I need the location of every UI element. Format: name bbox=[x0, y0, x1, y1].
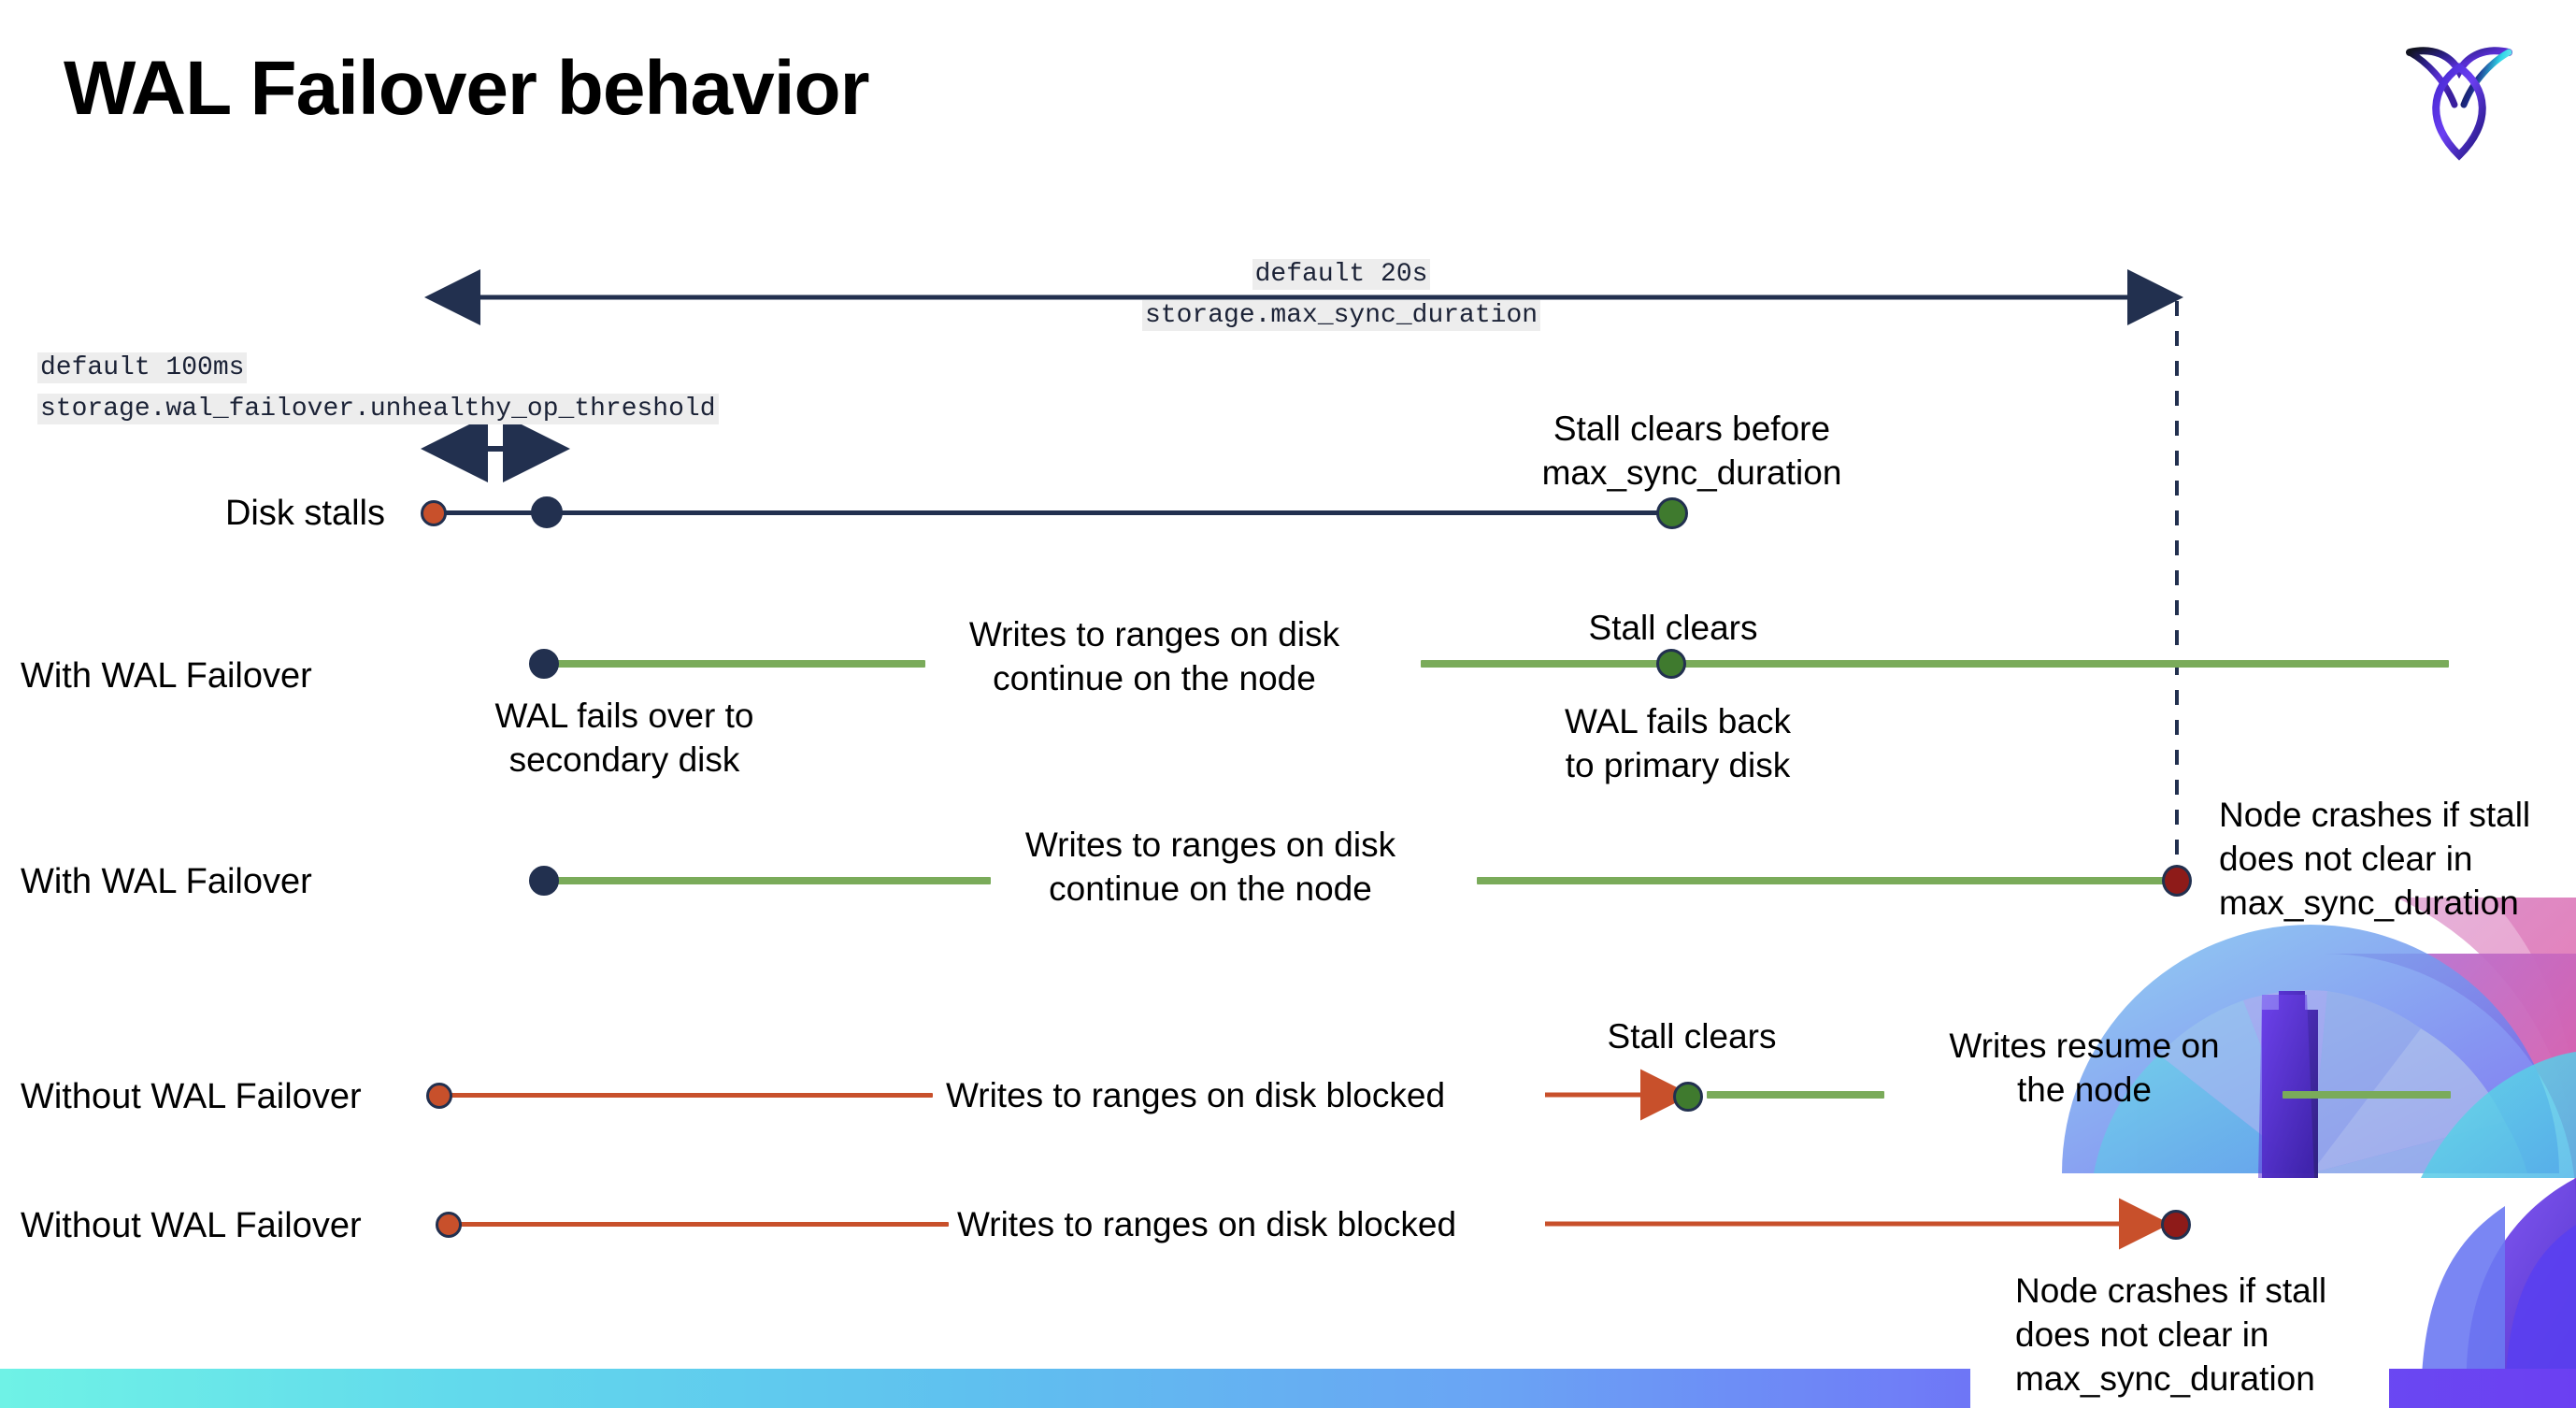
marker-stall-clears-row4 bbox=[1673, 1082, 1703, 1112]
note-stall-clears-row2: Stall clears bbox=[1588, 609, 1758, 647]
unhealthy-op-threshold-setting: storage.wal_failover.unhealthy_op_thresh… bbox=[37, 394, 719, 424]
marker-wal-failover-start-2 bbox=[529, 866, 559, 896]
note-writes-continue-2: Writes to ranges on disk continue on the… bbox=[1024, 826, 1396, 908]
wal-failover-crash-line-right bbox=[1477, 877, 2173, 884]
note-node-crashes-2: Node crashes if stall does not clear in … bbox=[2015, 1272, 2327, 1398]
row-label-with-wal-failover-2: With WAL Failover bbox=[21, 862, 312, 901]
marker-wal-failover-start bbox=[529, 649, 559, 679]
wal-failover-line-left bbox=[542, 660, 925, 668]
unhealthy-op-threshold-annotation: default 100ms storage.wal_failover.unhea… bbox=[37, 348, 719, 430]
marker-stall-start-row5 bbox=[436, 1212, 462, 1238]
note-wal-fails-back: WAL fails back to primary disk bbox=[1565, 702, 1791, 784]
marker-stall-clears-row1 bbox=[1656, 497, 1688, 529]
marker-node-crash-1 bbox=[2162, 865, 2192, 897]
note-writes-blocked-1: Writes to ranges on disk blocked bbox=[946, 1076, 1446, 1114]
marker-threshold-exceeded bbox=[531, 496, 563, 528]
marker-stall-clears-row2 bbox=[1656, 649, 1686, 679]
without-failover-resume-line-2 bbox=[2283, 1091, 2451, 1099]
without-failover-blocked-line-1 bbox=[447, 1093, 933, 1098]
note-writes-blocked-2: Writes to ranges on disk blocked bbox=[957, 1205, 1457, 1243]
note-stall-clears-before: Stall clears before max_sync_duration bbox=[1541, 409, 1842, 492]
marker-stall-start-row4 bbox=[426, 1083, 452, 1109]
wal-failover-line-right bbox=[1421, 660, 2449, 668]
row-label-without-wal-failover-2: Without WAL Failover bbox=[21, 1206, 362, 1245]
marker-node-crash-2 bbox=[2161, 1210, 2191, 1240]
without-failover-resume-line-1 bbox=[1707, 1091, 1884, 1099]
note-writes-resume: Writes resume on the node bbox=[1949, 1027, 2220, 1109]
max-sync-duration-annotation: default 20s storage.max_sync_duration bbox=[1142, 254, 1541, 337]
disk-stall-line bbox=[432, 510, 1675, 515]
without-failover-blocked-line-2 bbox=[458, 1222, 949, 1227]
note-writes-continue-1: Writes to ranges on disk continue on the… bbox=[968, 615, 1340, 697]
callout-backdrop bbox=[1970, 1243, 2389, 1408]
row-label-without-wal-failover-1: Without WAL Failover bbox=[21, 1077, 362, 1116]
cockroachdb-logo-icon bbox=[2389, 26, 2529, 168]
note-stall-clears-row4: Stall clears bbox=[1607, 1017, 1777, 1056]
page-title: WAL Failover behavior bbox=[64, 46, 870, 131]
row-label-disk-stalls: Disk stalls bbox=[224, 494, 385, 533]
wal-failover-crash-line-left bbox=[542, 877, 991, 884]
unhealthy-op-threshold-default: default 100ms bbox=[37, 352, 248, 383]
note-wal-fails-over: WAL fails over to secondary disk bbox=[494, 697, 754, 779]
max-sync-duration-default: default 20s bbox=[1252, 259, 1431, 290]
max-sync-duration-setting: storage.max_sync_duration bbox=[1142, 300, 1541, 331]
note-node-crashes-1: Node crashes if stall does not clear in … bbox=[2219, 796, 2531, 922]
marker-stall-start bbox=[421, 500, 447, 526]
row-label-with-wal-failover-1: With WAL Failover bbox=[21, 656, 312, 696]
